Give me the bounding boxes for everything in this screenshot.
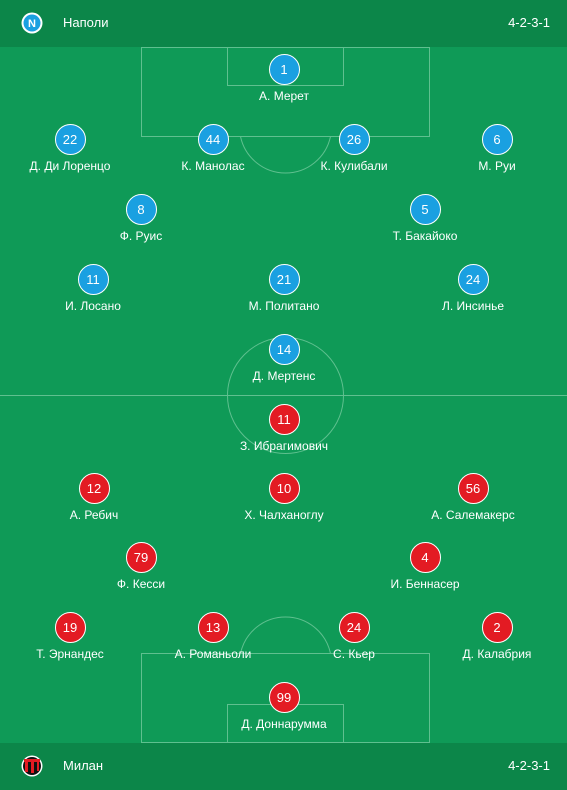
player-name: И. Беннасер	[390, 577, 460, 591]
pitch-markings	[0, 47, 567, 743]
home-player[interactable]: 11 И. Лосано	[23, 264, 163, 313]
player-name: К. Манолас	[181, 159, 245, 173]
home-team-bar: N Наполи 4-2-3-1	[0, 0, 567, 47]
home-player[interactable]: 24 Л. Инсинье	[403, 264, 543, 313]
player-name: Ф. Руис	[119, 229, 163, 243]
away-player[interactable]: 4 И. Беннасер	[355, 542, 495, 591]
away-player[interactable]: 24 С. Кьер	[284, 612, 424, 661]
player-number: 4	[409, 542, 441, 573]
away-team-formation: 4-2-3-1	[508, 758, 550, 773]
home-team-formation: 4-2-3-1	[508, 15, 550, 30]
player-name: Д. Мертенс	[252, 369, 316, 383]
player-number: 11	[77, 264, 109, 295]
player-number: 2	[481, 612, 513, 643]
away-player[interactable]: 56 А. Салемакерс	[403, 473, 543, 522]
player-name: С. Кьер	[333, 647, 375, 661]
home-player[interactable]: 26 К. Кулибали	[284, 124, 424, 173]
player-name: Д. Доннарумма	[241, 717, 327, 731]
home-team-name[interactable]: Наполи	[63, 15, 109, 30]
home-player[interactable]: 44 К. Манолас	[143, 124, 283, 173]
player-name: И. Лосано	[65, 299, 121, 313]
player-name: А. Салемакерс	[431, 508, 515, 522]
player-number: 8	[125, 194, 157, 225]
home-player[interactable]: 21 М. Политано	[214, 264, 354, 313]
home-player[interactable]: 8 Ф. Руис	[71, 194, 211, 243]
player-name: М. Руи	[478, 159, 516, 173]
player-name: З. Ибрагимович	[239, 439, 329, 453]
player-name: К. Кулибали	[320, 159, 388, 173]
player-number: 24	[338, 612, 370, 643]
home-player[interactable]: 22 Д. Ди Лоренцо	[0, 124, 140, 173]
away-player[interactable]: 13 А. Романьоли	[143, 612, 283, 661]
player-number: 5	[409, 194, 441, 225]
player-number: 12	[78, 473, 110, 504]
away-player[interactable]: 11 З. Ибрагимович	[214, 404, 354, 453]
away-player[interactable]: 99 Д. Доннарумма	[214, 682, 354, 731]
player-number: 44	[197, 124, 229, 155]
player-name: М. Политано	[248, 299, 320, 313]
player-name: Д. Калабрия	[462, 647, 532, 661]
away-player[interactable]: 19 Т. Эрнандес	[0, 612, 140, 661]
player-number: 14	[268, 334, 300, 365]
home-player[interactable]: 14 Д. Мертенс	[214, 334, 354, 383]
player-number: 21	[268, 264, 300, 295]
player-number: 79	[125, 542, 157, 573]
player-number: 26	[338, 124, 370, 155]
player-name: Х. Чалханоглу	[244, 508, 324, 522]
player-name: А. Мерет	[259, 89, 309, 103]
milan-crest-icon	[21, 755, 43, 777]
player-name: Т. Эрнандес	[36, 647, 104, 661]
player-number: 10	[268, 473, 300, 504]
player-number: 24	[457, 264, 489, 295]
away-player[interactable]: 79 Ф. Кесси	[71, 542, 211, 591]
player-number: 11	[268, 404, 300, 435]
away-team-name[interactable]: Милан	[63, 758, 104, 773]
home-player[interactable]: 6 М. Руи	[427, 124, 567, 173]
player-name: Л. Инсинье	[441, 299, 505, 313]
home-player[interactable]: 5 Т. Бакайоко	[355, 194, 495, 243]
home-player[interactable]: 1 А. Мерет	[214, 54, 354, 103]
player-number: 56	[457, 473, 489, 504]
player-number: 13	[197, 612, 229, 643]
away-player[interactable]: 10 Х. Чалханоглу	[214, 473, 354, 522]
player-name: Д. Ди Лоренцо	[29, 159, 111, 173]
player-name: Ф. Кесси	[116, 577, 166, 591]
player-number: 99	[268, 682, 300, 713]
player-number: 22	[54, 124, 86, 155]
player-number: 19	[54, 612, 86, 643]
napoli-crest-icon: N	[21, 12, 43, 34]
svg-text:N: N	[28, 18, 36, 30]
away-player[interactable]: 2 Д. Калабрия	[427, 612, 567, 661]
player-name: А. Ребич	[69, 508, 119, 522]
player-number: 1	[268, 54, 300, 85]
player-name: А. Романьоли	[174, 647, 252, 661]
away-player[interactable]: 12 А. Ребич	[24, 473, 164, 522]
player-number: 6	[481, 124, 513, 155]
away-team-bar: Милан 4-2-3-1	[0, 743, 567, 790]
player-name: Т. Бакайоко	[392, 229, 458, 243]
